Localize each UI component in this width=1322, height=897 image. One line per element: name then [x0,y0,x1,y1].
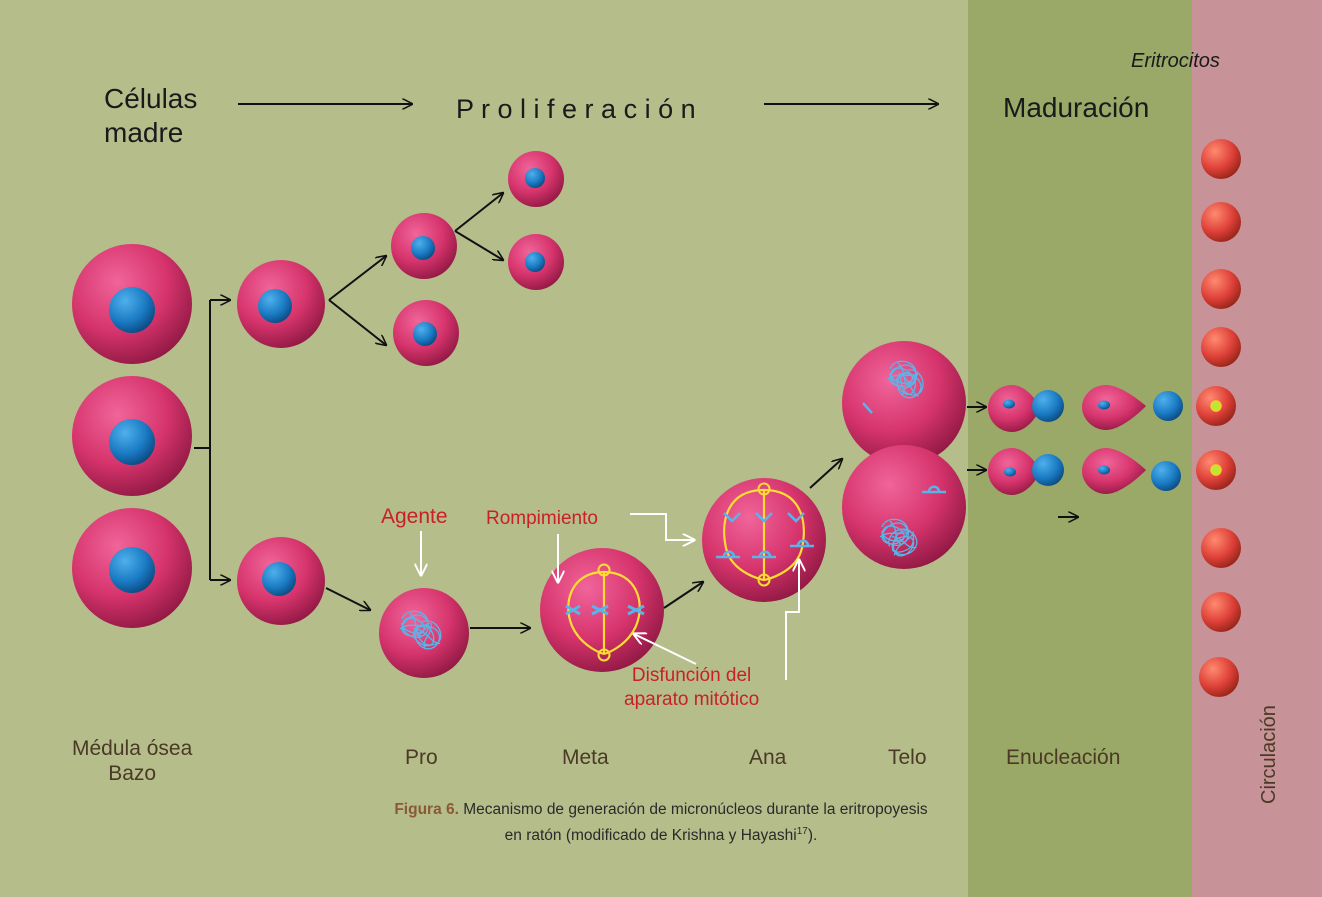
dysfunction-line1: Disfunción del [631,665,752,686]
erythrocyte [1201,528,1241,568]
stage-telo-label: Telo [888,746,927,769]
erythrocyte [1199,657,1239,697]
tissue-line2: Bazo [108,762,157,785]
erythrocyte [1201,327,1241,367]
stem-cell [72,376,192,496]
micronucleated-erythrocyte [1196,450,1236,490]
stage-enucleation-label: Enucleación [1006,746,1121,769]
telophase-cell-lower [842,445,966,569]
caption-text-line2-end: ). [807,827,818,845]
dividing-cell [391,213,457,279]
stem-cells-line1: Células [104,83,198,114]
progenitor-cell [237,537,325,625]
arrow [328,256,386,301]
caption-text-line2: en ratón (modificado de Krishna y Hayash… [504,827,797,845]
arrow [663,582,703,609]
arrow [809,459,842,489]
enucleating-cell [988,385,1064,432]
daughter-cell [508,151,564,207]
enucleating-cell [988,448,1064,495]
progenitor-cell [237,260,325,348]
stage-pro-label: Pro [405,746,438,769]
stem-cell [72,244,192,364]
figure-caption-line1: Figura 6. Mecanismo de generación de mic… [0,801,1322,819]
arrow [328,299,386,345]
dysfunction-line2: aparato mitótico [624,689,760,710]
reticulocyte-cell [1082,448,1181,494]
arrow [454,193,503,232]
breakage-label: Rompimiento [486,508,598,529]
erythrocyte [1201,592,1241,632]
arrow [454,230,503,260]
caption-reference: 17 [796,826,808,837]
erythrocyte [1201,139,1241,179]
caption-text-line1: Mecanismo de generación de micronúcleos … [458,801,928,818]
breakage-arrow-ana [630,513,694,540]
reticulocyte-cell [1082,385,1183,430]
stem-cell [72,508,192,628]
stem-cells-line2: madre [104,117,184,148]
maturation-label: Maduración [1003,92,1150,123]
erythrocyte [1201,202,1241,242]
dysfunction-arrow-meta [634,634,697,665]
arrow [325,587,370,610]
daughter-cell [508,234,564,290]
branch-connector [194,300,230,580]
background-maturation [968,0,1192,897]
stem-cells-label: Células madre [104,82,197,150]
tissue-label: Médula ósea Bazo [72,736,192,786]
stage-ana-label: Ana [749,746,787,769]
dysfunction-label: Disfunción del aparato mitótico [624,664,759,712]
prophase-cell [379,588,469,678]
stage-meta-label: Meta [562,746,609,769]
erythrocytes-label: Eritrocitos [1131,50,1220,72]
tissue-line1: Médula ósea [72,737,193,760]
anaphase-cell [702,478,826,602]
dividing-cell [393,300,459,366]
background-circulation [1192,0,1322,897]
telophase-cell-upper [842,341,966,465]
figure-caption-line2: en ratón (modificado de Krishna y Hayash… [0,826,1322,845]
stage-circulation-label: Circulación [1258,705,1280,804]
figure-number: Figura 6. [394,801,459,818]
dysfunction-arrow-ana [785,560,799,680]
erythrocyte [1201,269,1241,309]
micronucleated-erythrocyte [1196,386,1236,426]
proliferation-label: P r o l i f e r a c i ó n [456,94,696,124]
agent-label: Agente [381,505,448,528]
